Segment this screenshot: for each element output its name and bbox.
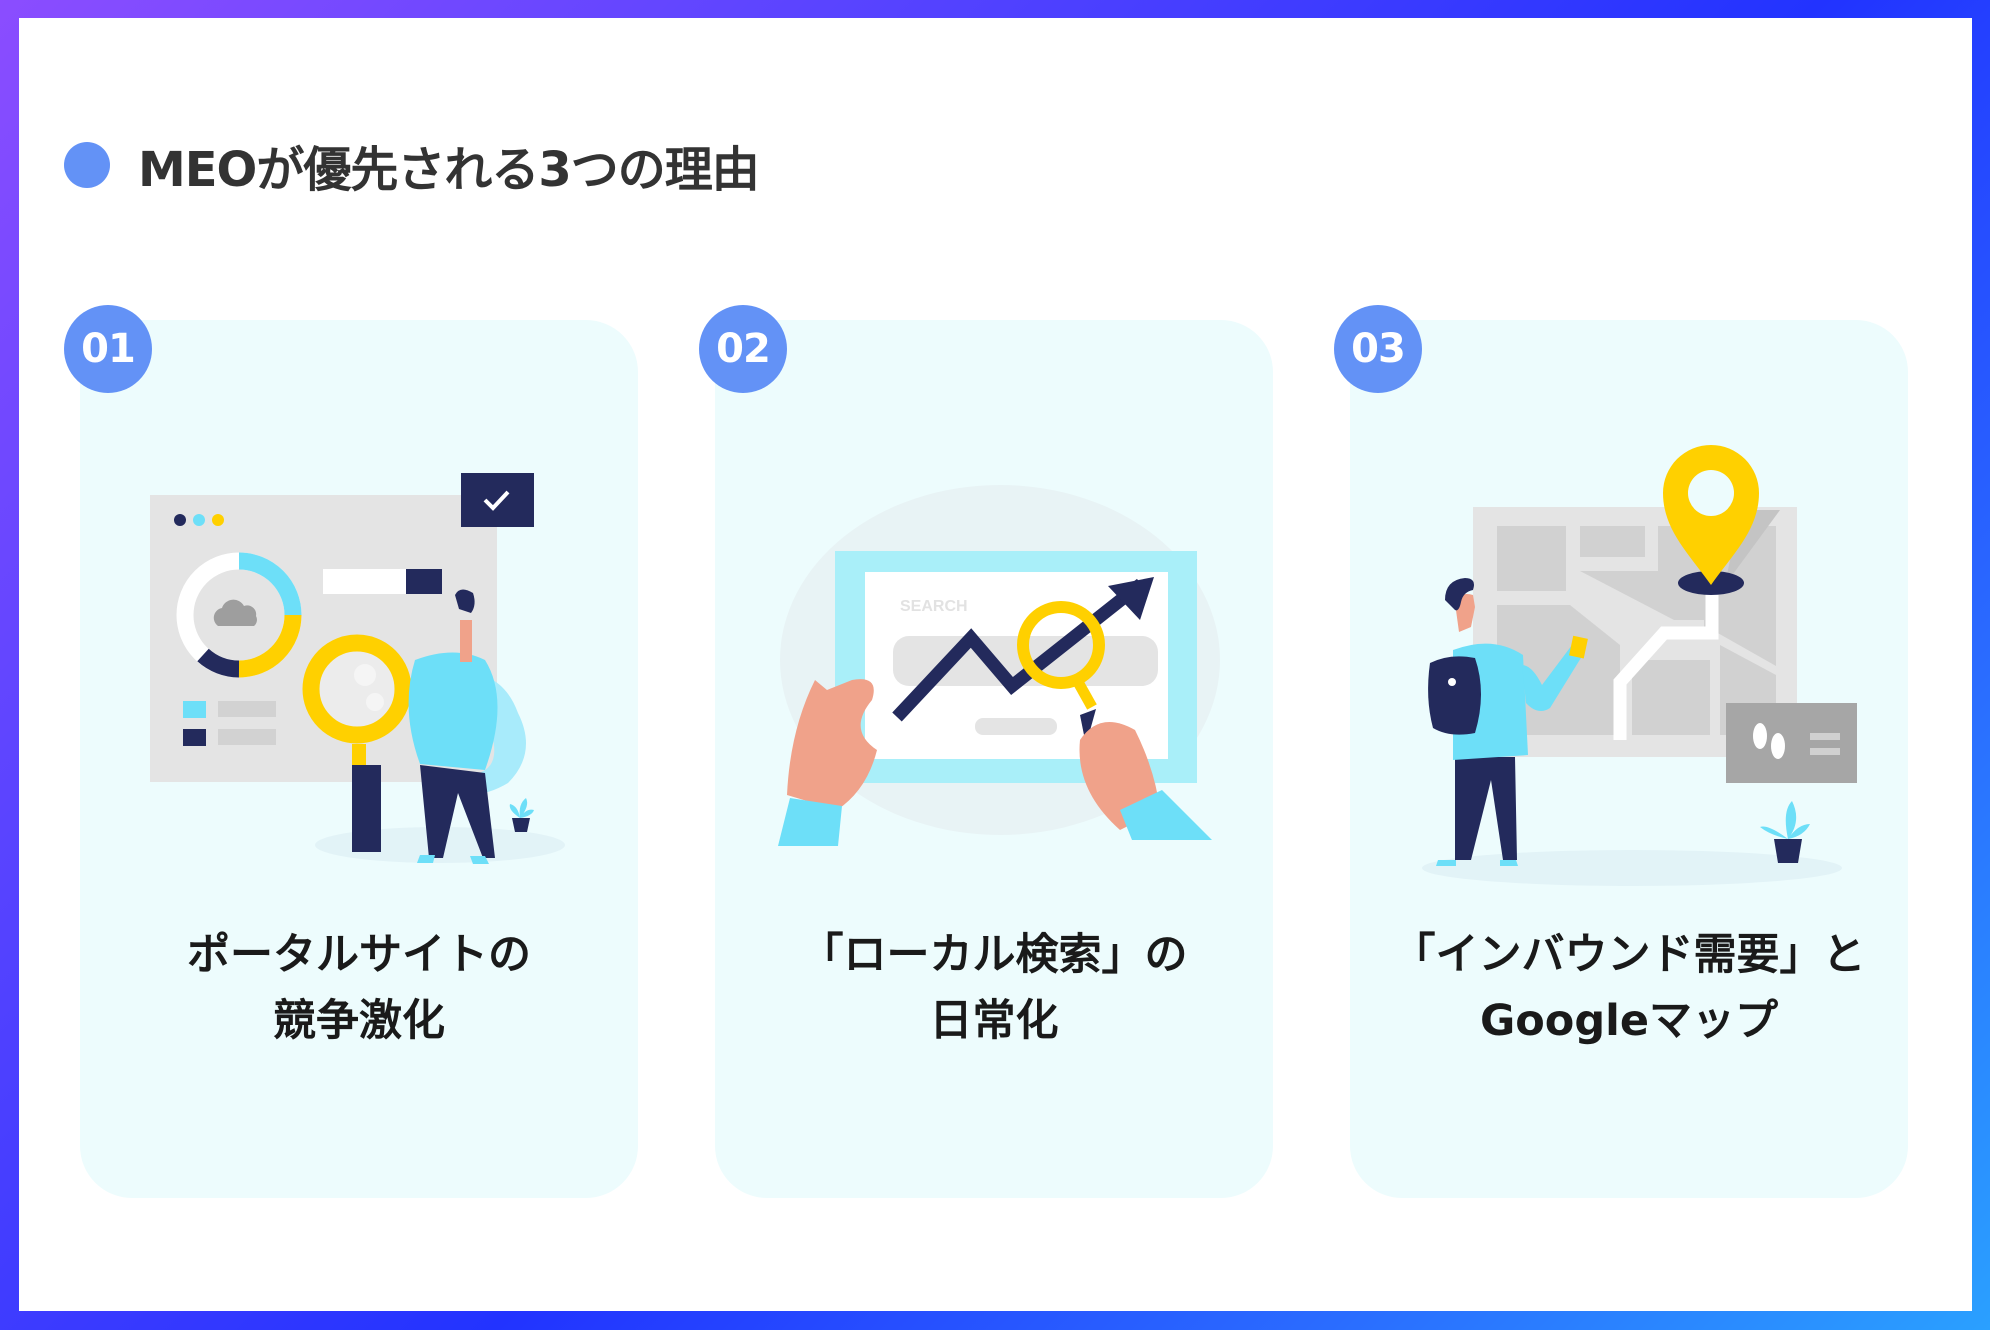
search-label: SEARCH [900,598,968,615]
card-number-badge-1: 01 [64,305,152,393]
person-with-magnifier-dashboard-illustration [150,473,565,864]
card-1-line-2: 競争激化 [273,996,445,1046]
card-2-line-1: 「ローカル検索」の [800,930,1188,980]
card-number-badge-3: 03 [1334,305,1422,393]
tablet-search-growth-illustration: SEARCH [778,485,1220,846]
card-1-line-1: ポータルサイトの [187,930,531,980]
section-heading: MEOが優先される3つの理由 [64,134,760,198]
bullet-dot-icon [64,142,110,188]
card-1-heading: ポータルサイトの 競争激化 [80,922,638,1054]
traveler-map-pin-illustration [1422,445,1857,886]
card-3-line-2: Googleマップ [1479,996,1779,1046]
card-number-badge-2: 02 [699,305,787,393]
card-3-heading: 「インバウンド需要」と Googleマップ [1350,922,1908,1054]
card-3-line-1: 「インバウンド需要」と [1392,930,1866,980]
card-2-heading: 「ローカル検索」の 日常化 [715,922,1273,1054]
card-2-line-2: 日常化 [929,996,1059,1046]
page-title: MEOが優先される3つの理由 [138,142,760,198]
